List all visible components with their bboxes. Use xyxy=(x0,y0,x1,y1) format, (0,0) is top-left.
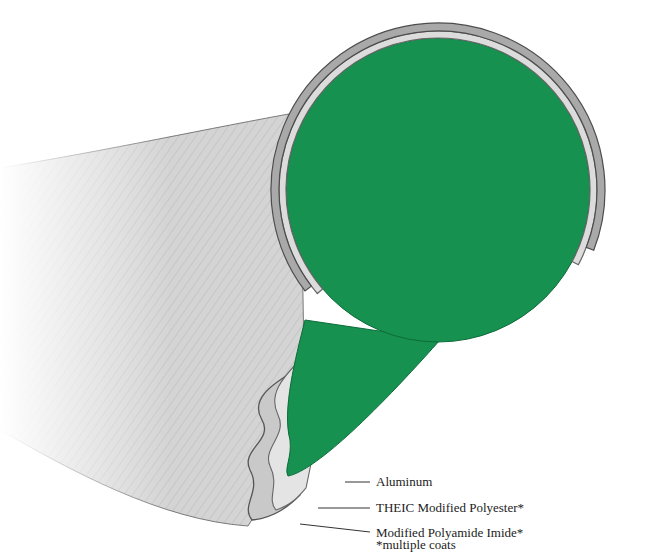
leader-line xyxy=(345,482,370,483)
part-label: THEIC Modified Polyester* xyxy=(376,501,524,514)
part-label: Aluminum xyxy=(376,475,432,488)
part-label: *multiple coats xyxy=(376,538,456,551)
leader-line xyxy=(300,524,370,532)
fade-overlay xyxy=(0,100,170,540)
aluminum-tail xyxy=(287,320,440,476)
leader-line xyxy=(318,508,370,509)
polyamide-imide-coat-ring xyxy=(271,23,605,291)
aluminum-core xyxy=(286,38,590,342)
